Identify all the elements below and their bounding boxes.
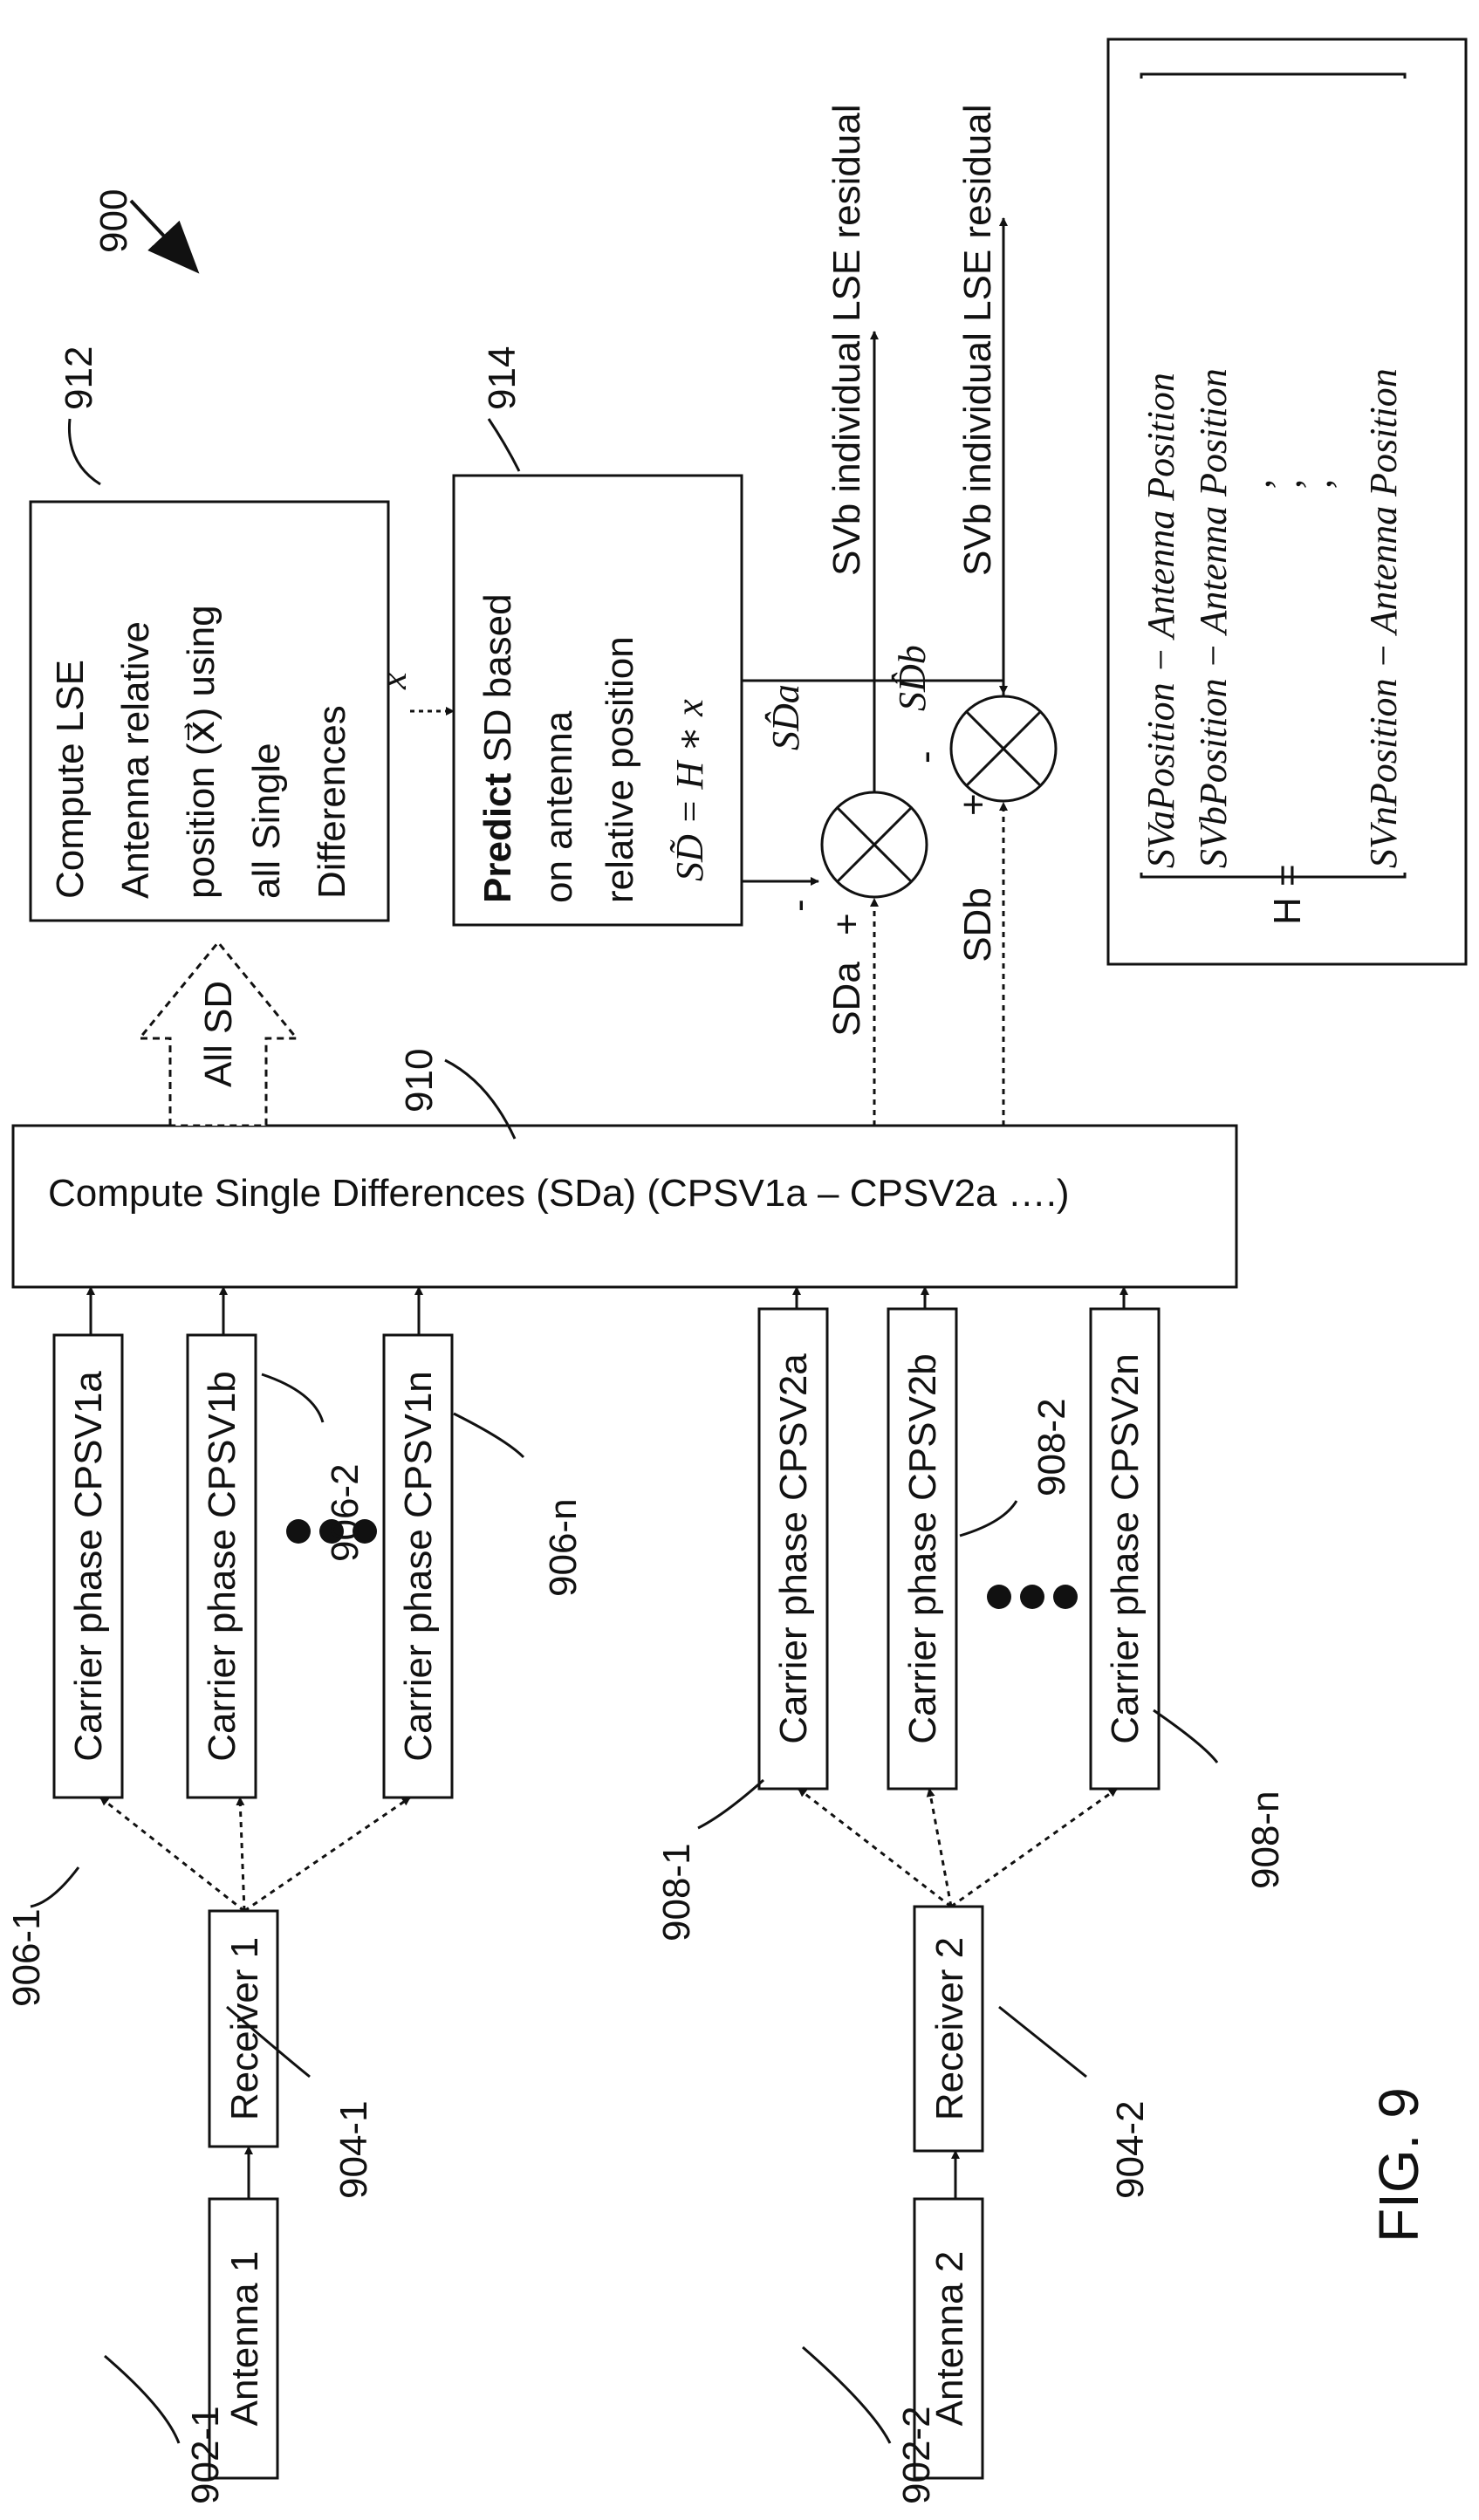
svg-text:,: ,: [1297, 479, 1339, 489]
antenna-1-block: Antenna 1: [208, 2197, 279, 2480]
ref-906-2: 906-2: [324, 1463, 366, 1562]
sd-hat-b-label: SD̂b: [891, 645, 934, 711]
sdb-label: SDb: [956, 887, 999, 962]
carrier-phase-cpsv2a: Carrier phase CPSV2a: [757, 1307, 829, 1791]
svg-text:SVnPosition − Antenna Position: SVnPosition − Antenna Position: [1362, 368, 1405, 868]
svg-text:on antenna: on antenna: [538, 710, 580, 903]
svg-text:Carrier phase CPSV1n: Carrier phase CPSV1n: [397, 1371, 440, 1762]
svg-text:SD̃ = H ∗ x⃗: SD̃ = H ∗ x⃗: [668, 669, 711, 881]
h-matrix-box: H = SVaPosition − Antenna Position SVbPo…: [1106, 38, 1468, 966]
receiver1-fanout: [99, 1796, 411, 1913]
ref-914: 914: [481, 346, 524, 410]
carrier-phase-cpsv2n: Carrier phase CPSV2n: [1089, 1307, 1161, 1791]
antenna-2-block: Antenna 2: [913, 2197, 984, 2480]
svg-text:Carrier phase CPSV2a: Carrier phase CPSV2a: [772, 1353, 815, 1744]
svg-text:position (x⃗) using: position (x⃗) using: [180, 605, 223, 899]
residual-b-label: SVb individual LSE residual: [956, 104, 999, 576]
ref-910: 910: [398, 1049, 441, 1113]
sda-label: SDa: [825, 962, 868, 1037]
sd-hat-a-label: SD̂a: [764, 684, 807, 750]
svg-text:Carrier phase CPSV2b: Carrier phase CPSV2b: [901, 1353, 944, 1744]
ref-908-2: 908-2: [1031, 1398, 1073, 1496]
set1-to-sd-arrows: [86, 1286, 423, 1335]
svg-text:SVaPosition − Antenna Position: SVaPosition − Antenna Position: [1140, 373, 1182, 868]
ref-904-1: 904-1: [332, 2100, 375, 2199]
summer-b: [949, 695, 1058, 803]
svg-text:Carrier phase CPSV1a: Carrier phase CPSV1a: [67, 1371, 110, 1762]
ref-908-1: 908-1: [655, 1843, 698, 1941]
svg-text:Receiver 1: Receiver 1: [223, 1937, 266, 2120]
ellipsis-dots-1: [286, 1519, 377, 1544]
ref-904-2: 904-2: [1109, 2100, 1152, 2199]
receiver-2-block: Receiver 2: [913, 1905, 984, 2153]
svg-text:SVbPosition − Antenna Position: SVbPosition − Antenna Position: [1192, 368, 1235, 868]
carrier-phase-cpsv1a: Carrier phase CPSV1a: [52, 1333, 124, 1799]
svg-text:Differences: Differences: [311, 705, 353, 899]
minus-a: -: [777, 899, 820, 912]
svg-text:Predict SD based: Predict SD based: [476, 593, 519, 903]
receiver-1-block: Receiver 1: [208, 1909, 279, 2148]
x-vector-label: x⃗: [372, 642, 414, 690]
all-sd-arrow: All SD: [136, 940, 300, 1127]
ref-900: 900: [92, 189, 135, 253]
predicted-sd-lines: [740, 679, 1008, 886]
carrier-phase-cpsv2b: Carrier phase CPSV2b: [887, 1307, 958, 1791]
summer-a: [820, 791, 928, 899]
svg-text:All SD: All SD: [197, 981, 240, 1087]
ref-912: 912: [58, 346, 100, 410]
carrier-phase-cpsv1b: Carrier phase CPSV1b: [186, 1333, 257, 1799]
receiver2-fanout: [798, 1787, 1118, 1908]
ref-902-1: 902-1: [184, 2406, 227, 2504]
ref-902-2: 902-2: [895, 2406, 938, 2504]
svg-text:Carrier phase CPSV1b: Carrier phase CPSV1b: [201, 1371, 243, 1762]
ref-906-1: 906-1: [5, 1908, 48, 2007]
predict-sd-block: Predict SD based on antenna relative pos…: [452, 474, 743, 927]
svg-text:Antenna 2: Antenna 2: [928, 2251, 971, 2427]
svg-text:relative position: relative position: [599, 636, 641, 903]
svg-text:,: ,: [1266, 479, 1309, 489]
svg-text:Antenna 1: Antenna 1: [223, 2251, 266, 2427]
figure-caption: FIG. 9: [1367, 2087, 1430, 2243]
set2-to-sd-arrows: [792, 1286, 1128, 1309]
svg-text:Compute Single Differences (SD: Compute Single Differences (SDa) (CPSV1a…: [48, 1172, 1070, 1215]
svg-text:Antenna relative: Antenna relative: [114, 621, 157, 899]
svg-text:H =: H =: [1266, 864, 1309, 925]
ellipsis-dots-2: [987, 1585, 1078, 1609]
minus-b: -: [904, 750, 947, 764]
ref-906-n: 906-n: [542, 1498, 585, 1597]
residual-a-label: SVb individual LSE residual: [825, 104, 868, 576]
plus-a: +: [825, 913, 868, 935]
carrier-phase-cpsv1n: Carrier phase CPSV1n: [382, 1333, 454, 1799]
svg-text:all Single: all Single: [245, 743, 288, 899]
svg-text:Receiver 2: Receiver 2: [928, 1937, 971, 2120]
compute-lse-block: Compute LSE Antenna relative position (x…: [29, 500, 390, 922]
compute-single-differences-block: Compute Single Differences (SDa) (CPSV1a…: [11, 1124, 1238, 1289]
leader-lines: [30, 418, 1219, 2444]
svg-text:Carrier phase CPSV2n: Carrier phase CPSV2n: [1104, 1353, 1147, 1744]
svg-text:Compute LSE: Compute LSE: [49, 660, 92, 899]
ref-900-arrow: [129, 199, 200, 274]
sd-feeds: [870, 802, 1008, 1126]
svg-text:,: ,: [1236, 479, 1278, 489]
ref-908-n: 908-n: [1244, 1791, 1287, 1889]
